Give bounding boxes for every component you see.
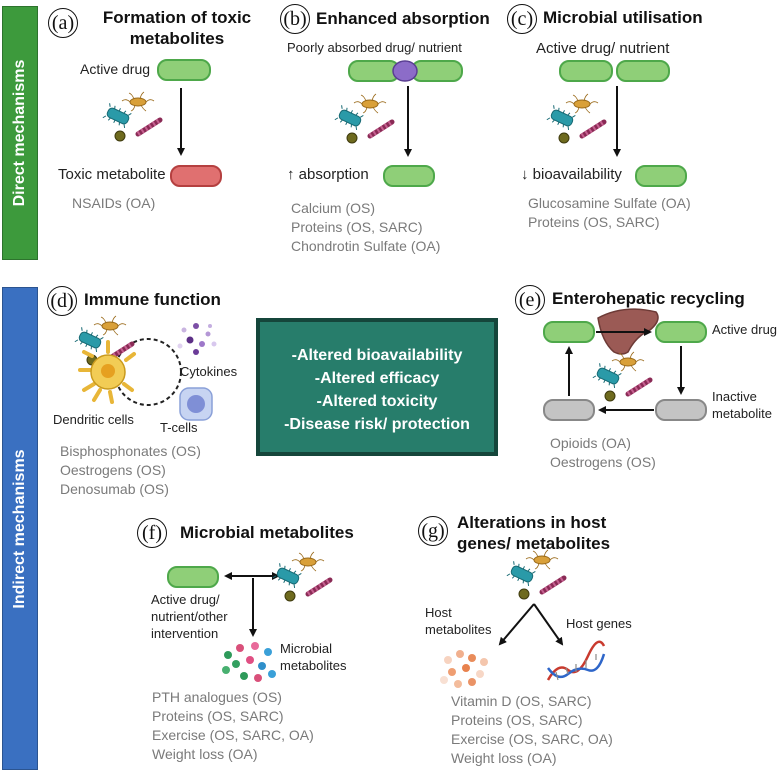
outcome-line-2: -Altered toxicity	[316, 393, 438, 410]
panel-b-title: Enhanced absorption	[316, 9, 490, 28]
arrow-g-left	[498, 603, 535, 646]
pill-inactive-left-e	[543, 399, 595, 421]
absorption-enhancer-icon	[392, 60, 418, 82]
panel-b-example-2: Chondrotin Sulfate (OA)	[291, 238, 441, 254]
panel-f-example-1: Proteins (OS, SARC)	[152, 708, 284, 724]
microbes-icon-c	[547, 94, 604, 143]
panel-e-example-1: Oestrogens (OS)	[550, 454, 656, 470]
panel-a-example-0: NSAIDs (OA)	[72, 195, 156, 211]
microbes-icon-g	[507, 550, 564, 599]
panel-f-letter: (f)	[137, 518, 167, 548]
pill-drug-f	[167, 566, 219, 588]
panel-c-letter: (c)	[507, 4, 537, 34]
microbes-icon-b	[335, 94, 392, 143]
direct-mechanisms-label: Direct mechanisms	[11, 59, 28, 207]
pill-active-drug-e	[655, 321, 707, 343]
panel-f-example-3: Weight loss (OA)	[152, 746, 258, 762]
panel-d-example-1: Oestrogens (OS)	[60, 462, 166, 478]
pill-drug-left-c	[559, 60, 613, 82]
pill-bioavailability	[635, 165, 687, 187]
microbes-icon-f	[273, 552, 330, 601]
panel-a-letter: (a)	[48, 8, 78, 38]
panel-a-output-label: Toxic metabolite	[58, 166, 166, 183]
panel-a-title: Formation of toxic metabolites	[102, 8, 252, 48]
pill-drug-right-c	[616, 60, 670, 82]
host-metabolites-label: Host metabolites	[425, 605, 492, 637]
panel-b-input-label: Poorly absorbed drug/ nutrient	[287, 40, 462, 55]
panel-g-example-0: Vitamin D (OS, SARC)	[451, 693, 592, 709]
pill-inactive-right-e	[655, 399, 707, 421]
panel-c-example-0: Glucosamine Sulfate (OA)	[528, 195, 691, 211]
immune-cycle-icon	[114, 338, 182, 406]
outcome-line-3: -Disease risk/ protection	[284, 416, 470, 433]
microbial-metabolites-label: Microbial metabolites	[280, 641, 347, 673]
panel-c-title: Microbial utilisation	[543, 8, 703, 27]
pill-active-drug-a	[157, 59, 211, 81]
panel-b-example-1: Proteins (OS, SARC)	[291, 219, 423, 235]
outcome-line-0: -Altered bioavailability	[291, 347, 463, 364]
panel-d-example-2: Denosumab (OS)	[60, 481, 169, 497]
panel-e-letter: (e)	[515, 285, 545, 315]
outcomes-box: -Altered bioavailability -Altered effica…	[256, 318, 498, 456]
panel-b-example-0: Calcium (OS)	[291, 200, 376, 216]
pill-green-left-e	[543, 321, 595, 343]
host-genes-label: Host genes	[566, 616, 632, 631]
active-drug-label-e: Active drug	[712, 322, 778, 337]
panel-b-output-label: ↑ absorption	[287, 166, 369, 183]
panel-c-output-label: ↓ bioavailability	[521, 166, 622, 183]
t-cell-icon	[179, 387, 213, 421]
indirect-mechanisms-label: Indirect mechanisms	[11, 448, 28, 609]
panel-d-title: Immune function	[84, 290, 221, 309]
panel-f-example-2: Exercise (OS, SARC, OA)	[152, 727, 314, 743]
panel-g-example-2: Exercise (OS, SARC, OA)	[451, 731, 613, 747]
panel-g-title: Alterations in host genes/ metabolites	[457, 513, 611, 553]
dendritic-cells-label: Dendritic cells	[53, 412, 134, 427]
pill-absorption	[383, 165, 435, 187]
panel-a-input-label: Active drug	[80, 61, 151, 77]
panel-f-title: Microbial metabolites	[180, 523, 354, 542]
pill-drug-left-b	[348, 60, 400, 82]
cytokines-label: Cytokines	[180, 364, 238, 379]
pill-drug-right-b	[411, 60, 463, 82]
microbes-icon-e	[593, 352, 650, 401]
panel-f-example-0: PTH analogues (OS)	[152, 689, 282, 705]
panel-b-letter: (b)	[280, 4, 310, 34]
panel-d-letter: (d)	[47, 286, 77, 316]
microbes-icon-a	[103, 92, 160, 141]
panel-e-title: Enterohepatic recycling	[552, 289, 745, 308]
panel-e-example-0: Opioids (OA)	[550, 435, 631, 451]
panel-g-letter: (g)	[418, 516, 448, 546]
t-cells-label: T-cells	[160, 420, 198, 435]
dendritic-cell-icon	[78, 340, 136, 404]
dna-icon	[546, 640, 606, 681]
outcome-line-1: -Altered efficacy	[314, 370, 440, 387]
panel-c-example-1: Proteins (OS, SARC)	[528, 214, 660, 230]
indirect-mechanisms-bar: Indirect mechanisms	[2, 287, 38, 770]
inactive-metabolite-label: Inactive metabolite	[712, 389, 772, 421]
panel-d-example-0: Bisphosphonates (OS)	[60, 443, 201, 459]
panel-g-example-3: Weight loss (OA)	[451, 750, 557, 766]
arrow-g-right	[533, 603, 564, 646]
panel-g-example-1: Proteins (OS, SARC)	[451, 712, 583, 728]
direct-mechanisms-bar: Direct mechanisms	[2, 6, 38, 260]
pill-toxic-metabolite	[170, 165, 222, 187]
drug-label-f: Active drug/ nutrient/other intervention	[151, 592, 228, 641]
cytokines-icon	[177, 323, 217, 355]
host-metabolites-icon	[440, 650, 488, 688]
microbial-metabolites-icon	[222, 642, 276, 682]
panel-c-input-label: Active drug/ nutrient	[536, 40, 670, 57]
